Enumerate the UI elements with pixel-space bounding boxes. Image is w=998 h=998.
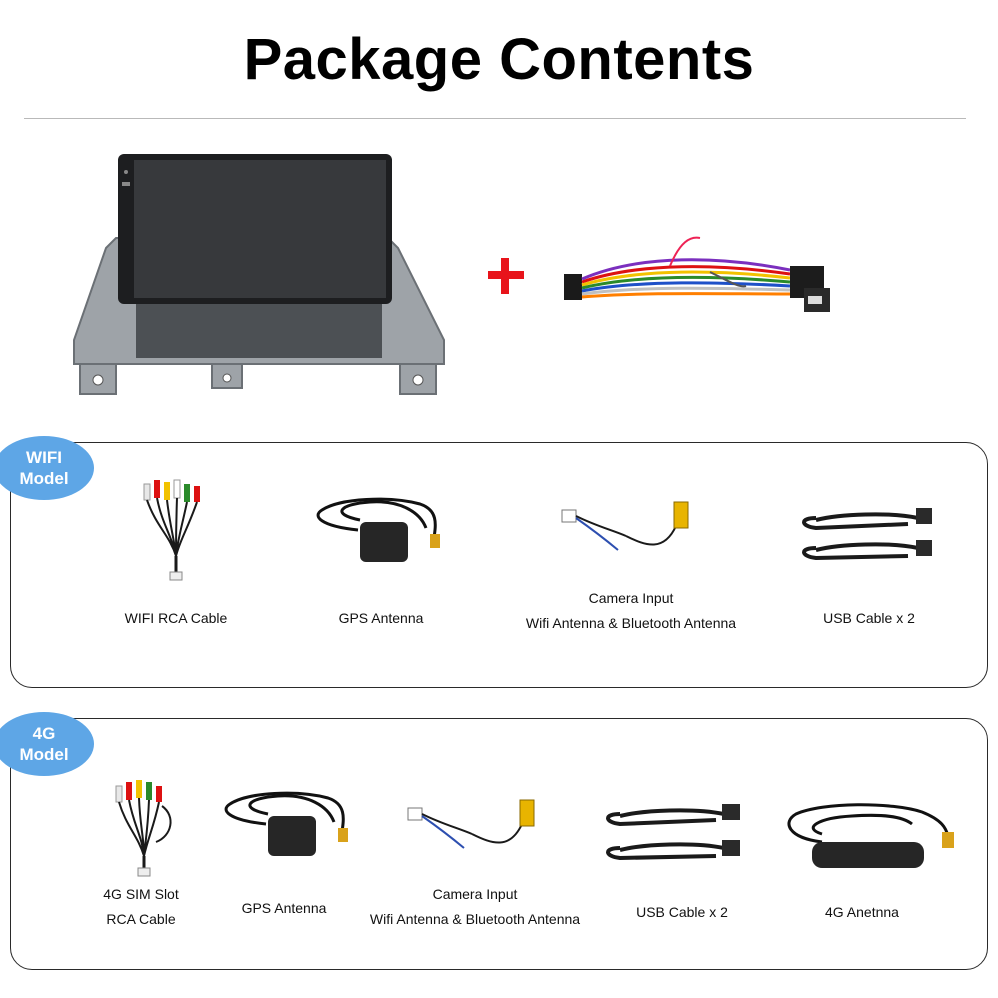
badge-line-1: WIFI: [26, 448, 62, 467]
badge-line-1: 4G: [32, 724, 56, 743]
wifi-model-badge: WIFI Model: [0, 436, 94, 500]
4g-camera-input-item: [402, 794, 548, 856]
4g-antenna-item: [782, 798, 958, 874]
4g-item-label: 4G SIM Slot RCA Cable: [103, 886, 179, 927]
wifi-item-label: USB Cable x 2: [823, 610, 915, 626]
wifi-gps-antenna-item: [310, 490, 450, 566]
4g-sim-rca-cable-item: [110, 776, 180, 880]
plus-icon: [486, 256, 526, 296]
4g-gps-antenna-item: [218, 784, 358, 860]
4g-item-label: 4G Anetnna: [825, 904, 899, 920]
rca-cable-icon: [115, 780, 172, 877]
camera-cable-icon: [561, 501, 689, 551]
wiring-harness-image: [560, 222, 840, 332]
4g-antenna-icon: [787, 803, 954, 868]
4g-item-label: Camera Input Wifi Antenna & Bluetooth An…: [369, 886, 581, 927]
usb-cable-icon: [802, 508, 932, 561]
4g-model-badge: 4G Model: [0, 712, 94, 776]
badge-line-2: Model: [19, 745, 69, 764]
title-divider: [24, 118, 966, 119]
gps-antenna-icon: [316, 497, 440, 562]
wifi-item-label: WIFI RCA Cable: [124, 610, 228, 626]
page-title: Package Contents: [243, 27, 755, 92]
camera-cable-icon: [407, 799, 535, 849]
head-unit-image: [66, 150, 450, 402]
gps-antenna-icon: [224, 791, 348, 856]
4g-item-label: GPS Antenna: [241, 900, 327, 916]
4g-item-label: USB Cable x 2: [636, 904, 728, 920]
wifi-item-label: Camera Input Wifi Antenna & Bluetooth An…: [525, 590, 737, 631]
4g-usb-cable-item: [604, 796, 748, 872]
usb-cable-icon: [606, 804, 740, 861]
rca-cable-icon: [143, 479, 200, 581]
wifi-camera-input-item: [556, 496, 702, 558]
wifi-model-panel: [10, 442, 988, 688]
wifi-item-label: GPS Antenna: [338, 610, 424, 626]
badge-line-2: Model: [19, 469, 69, 488]
wifi-usb-cable-item: [800, 500, 940, 572]
wifi-rca-cable-item: [136, 476, 212, 584]
